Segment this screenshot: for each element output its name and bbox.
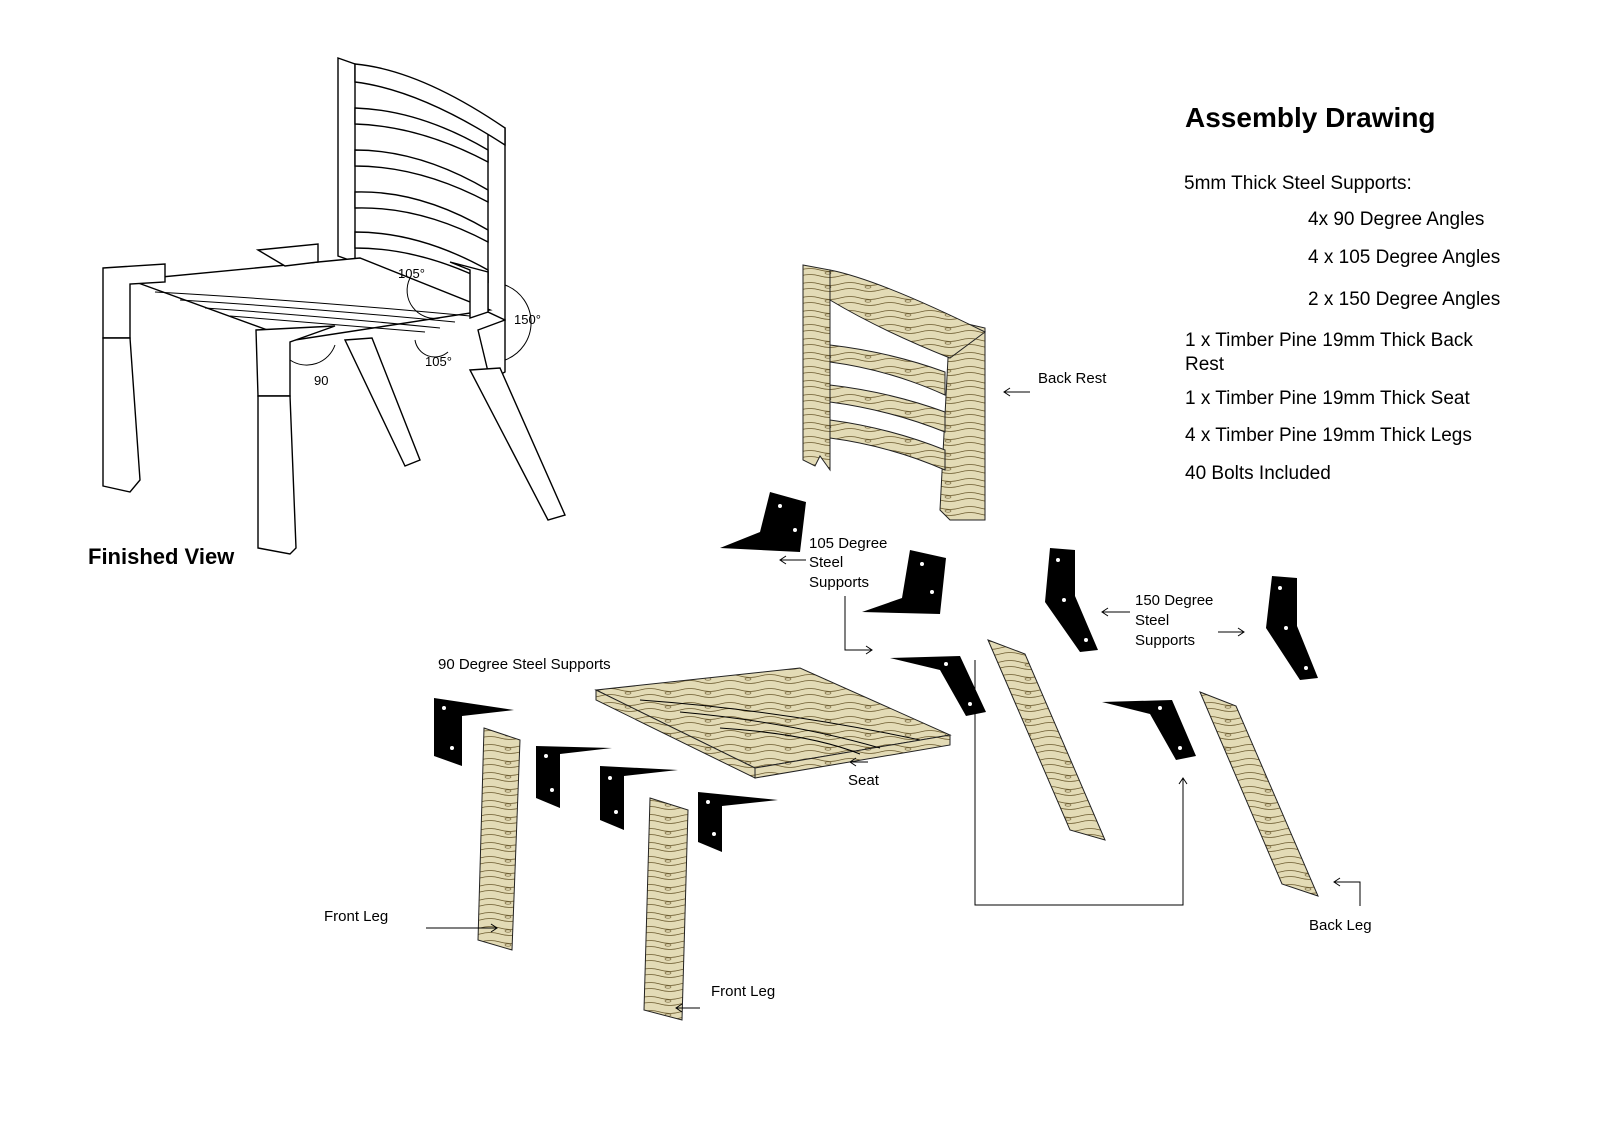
finished-view-label: Finished View — [88, 544, 235, 569]
spec-item: 1 x Timber Pine 19mm Thick Back — [1185, 330, 1473, 351]
angle-label-90: 90 — [314, 373, 328, 388]
label-back-rest: Back Rest — [1038, 370, 1107, 387]
angle-label-150: 150° — [514, 312, 541, 327]
label-105-supports-line2: Steel — [809, 554, 844, 571]
label-105-supports-line1: 105 Degree — [809, 535, 888, 552]
chair-back-left-post — [337, 57, 356, 263]
label-front-leg-1: Front Leg — [324, 908, 389, 925]
steel-90-brackets — [434, 698, 778, 852]
front-leg-2 — [643, 797, 689, 1021]
label-front-leg-2: Front Leg — [711, 983, 776, 1000]
spec-item: 4 x Timber Pine 19mm Thick Legs — [1185, 425, 1472, 446]
chair-back-slat — [354, 191, 489, 244]
steel-150-brackets — [1045, 548, 1318, 680]
chair-bracket — [102, 263, 166, 339]
page-title: Assembly Drawing — [1185, 102, 1436, 133]
chair-bracket — [477, 318, 506, 382]
label-105-supports-line3: Supports — [809, 574, 870, 591]
chair-front-left-leg — [102, 337, 141, 493]
spec-item: 40 Bolts Included — [1185, 463, 1331, 484]
spec-item: 1 x Timber Pine 19mm Thick Seat — [1185, 388, 1470, 409]
label-90-supports: 90 Degree Steel Supports — [438, 656, 611, 673]
chair-back-top-rail — [354, 63, 506, 147]
chair-back-slat — [354, 107, 489, 164]
spec-item: 2 x 150 Degree Angles — [1308, 289, 1501, 310]
leader-lines — [426, 387, 1361, 1013]
chair-back-left-leg — [343, 337, 421, 467]
chair-front-right-leg — [257, 395, 297, 555]
angle-label-105-top: 105° — [398, 266, 425, 281]
label-150-supports-line3: Supports — [1135, 632, 1196, 649]
front-leg-1 — [477, 727, 521, 951]
steel-supports-header: 5mm Thick Steel Supports: — [1184, 173, 1412, 194]
finished-chair-drawing: 105° 150° 105° 90 — [102, 57, 566, 555]
back-leg-2 — [1199, 691, 1319, 897]
seat-part — [594, 667, 952, 779]
chair-back-right-post — [487, 118, 506, 322]
label-150-supports-line2: Steel — [1135, 612, 1170, 629]
angle-label-105-bottom: 105° — [425, 354, 452, 369]
chair-back-slat — [354, 149, 489, 204]
spec-item: 4x 90 Degree Angles — [1308, 209, 1485, 230]
chair-bracket — [255, 243, 319, 267]
back-rest-part — [802, 264, 986, 521]
legs-part — [477, 639, 1319, 1021]
steel-105-brackets — [720, 492, 1196, 760]
back-leg-1 — [987, 639, 1106, 841]
chair-back-right-leg — [468, 367, 566, 521]
label-back-leg: Back Leg — [1309, 917, 1372, 934]
label-150-supports-line1: 150 Degree — [1135, 592, 1214, 609]
spec-item: 4 x 105 Degree Angles — [1308, 247, 1501, 268]
chair-bracket — [449, 261, 489, 319]
chair-bracket — [255, 325, 336, 397]
label-seat: Seat — [848, 772, 879, 789]
spec-item: Rest — [1185, 354, 1225, 375]
